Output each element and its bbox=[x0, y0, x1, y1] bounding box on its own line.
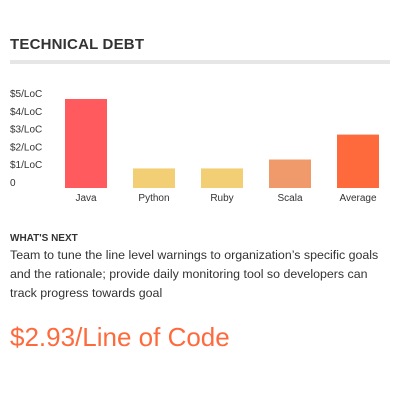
y-tick-label: $1/LoC bbox=[10, 160, 42, 171]
bar-ruby bbox=[201, 168, 243, 188]
bar-python bbox=[133, 168, 175, 188]
bar-chart: 0 $1/LoC $2/LoC $3/LoC $4/LoC $5/LoC Java Pyth… bbox=[10, 89, 379, 204]
x-label-ruby: Ruby bbox=[210, 193, 233, 204]
x-label-java: Java bbox=[75, 193, 97, 204]
bar-scala bbox=[269, 159, 311, 188]
cost-per-line-metric: $2.93/Line of Code bbox=[10, 322, 230, 352]
y-tick-label: $4/LoC bbox=[10, 107, 42, 118]
whats-next-text: Team to tune the line level warnings to … bbox=[10, 248, 379, 300]
whats-next-heading: WHAT'S NEXT bbox=[10, 233, 78, 244]
x-label-python: Python bbox=[138, 193, 169, 204]
y-tick-label: $3/LoC bbox=[10, 125, 42, 136]
x-label-average: Average bbox=[339, 193, 377, 204]
title-divider bbox=[10, 60, 390, 64]
bar-average bbox=[337, 134, 379, 188]
bar-java bbox=[65, 99, 107, 188]
page-title: TECHNICAL DEBT bbox=[10, 36, 145, 53]
y-tick-label: 0 bbox=[10, 178, 16, 189]
x-label-scala: Scala bbox=[277, 193, 302, 204]
y-tick-label: $2/LoC bbox=[10, 142, 42, 153]
y-tick-label: $5/LoC bbox=[10, 89, 42, 100]
